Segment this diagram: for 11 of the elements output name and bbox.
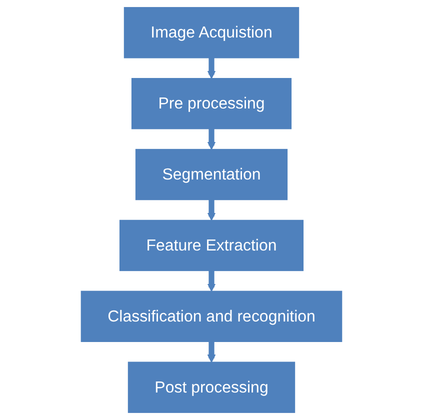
arrow	[207, 198, 216, 221]
node-box: Classification and recognition	[80, 290, 342, 342]
arrow	[207, 128, 216, 150]
node-box: Post processing	[128, 362, 296, 413]
node-box: Segmentation	[135, 148, 288, 200]
arrow	[207, 270, 216, 292]
node-box: Image Acquistion	[124, 7, 300, 58]
node-box: Pre processing	[131, 78, 292, 130]
arrow	[207, 56, 216, 79]
arrow	[207, 340, 216, 363]
node-box: Feature Extraction	[119, 220, 304, 272]
